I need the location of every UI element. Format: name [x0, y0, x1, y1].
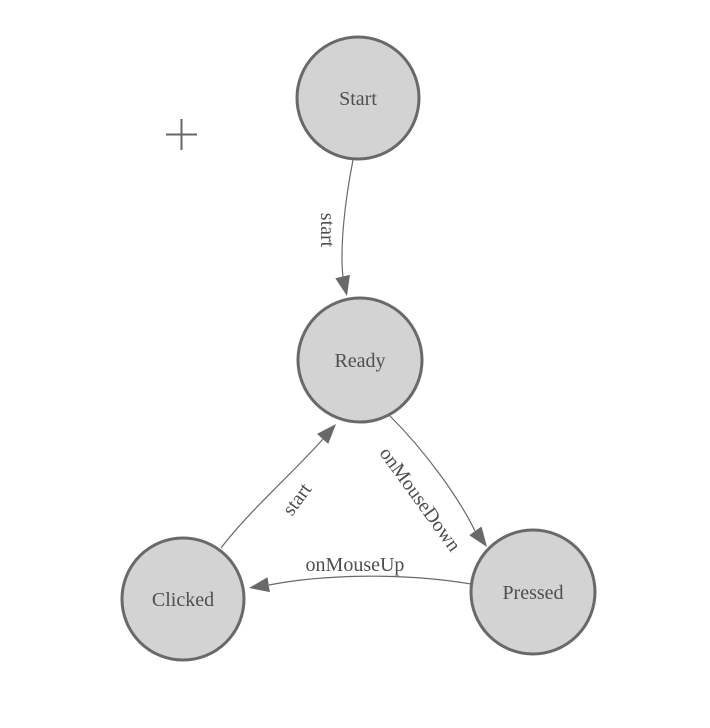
- state-node-ready[interactable]: Ready: [296, 296, 424, 424]
- transition-label: start: [278, 479, 316, 520]
- transition-edge-ready-to-pressed[interactable]: onMouseDown: [375, 415, 487, 556]
- state-circle: [296, 296, 424, 424]
- transition-label: onMouseUp: [306, 554, 405, 576]
- state-circle: [120, 536, 246, 662]
- state-label: Pressed: [502, 582, 563, 604]
- transition-edge-pressed-to-clicked[interactable]: onMouseUp: [249, 554, 472, 593]
- state-node-pressed[interactable]: Pressed: [469, 528, 597, 656]
- state-circle: [295, 35, 421, 161]
- transition-edge-start-to-ready[interactable]: start: [316, 159, 354, 296]
- arrowhead-icon: [317, 424, 336, 444]
- state-label: Start: [339, 88, 377, 110]
- state-circle: [469, 528, 597, 656]
- crosshair-plus-icon: [166, 119, 197, 150]
- state-node-start[interactable]: Start: [295, 35, 421, 161]
- arrowhead-icon: [335, 274, 350, 296]
- edge-path: [220, 438, 324, 549]
- state-node-clicked[interactable]: Clicked: [120, 536, 246, 662]
- transition-label: onMouseDown: [375, 443, 465, 556]
- transition-label: start: [316, 213, 338, 248]
- arrowhead-icon: [249, 577, 270, 593]
- edge-path: [389, 415, 476, 532]
- edge-path: [268, 575, 472, 586]
- transition-edge-clicked-to-ready[interactable]: start: [220, 424, 336, 549]
- arrowhead-icon: [469, 526, 487, 547]
- edge-path: [341, 159, 354, 278]
- state-label: Clicked: [152, 589, 214, 611]
- state-label: Ready: [334, 350, 385, 372]
